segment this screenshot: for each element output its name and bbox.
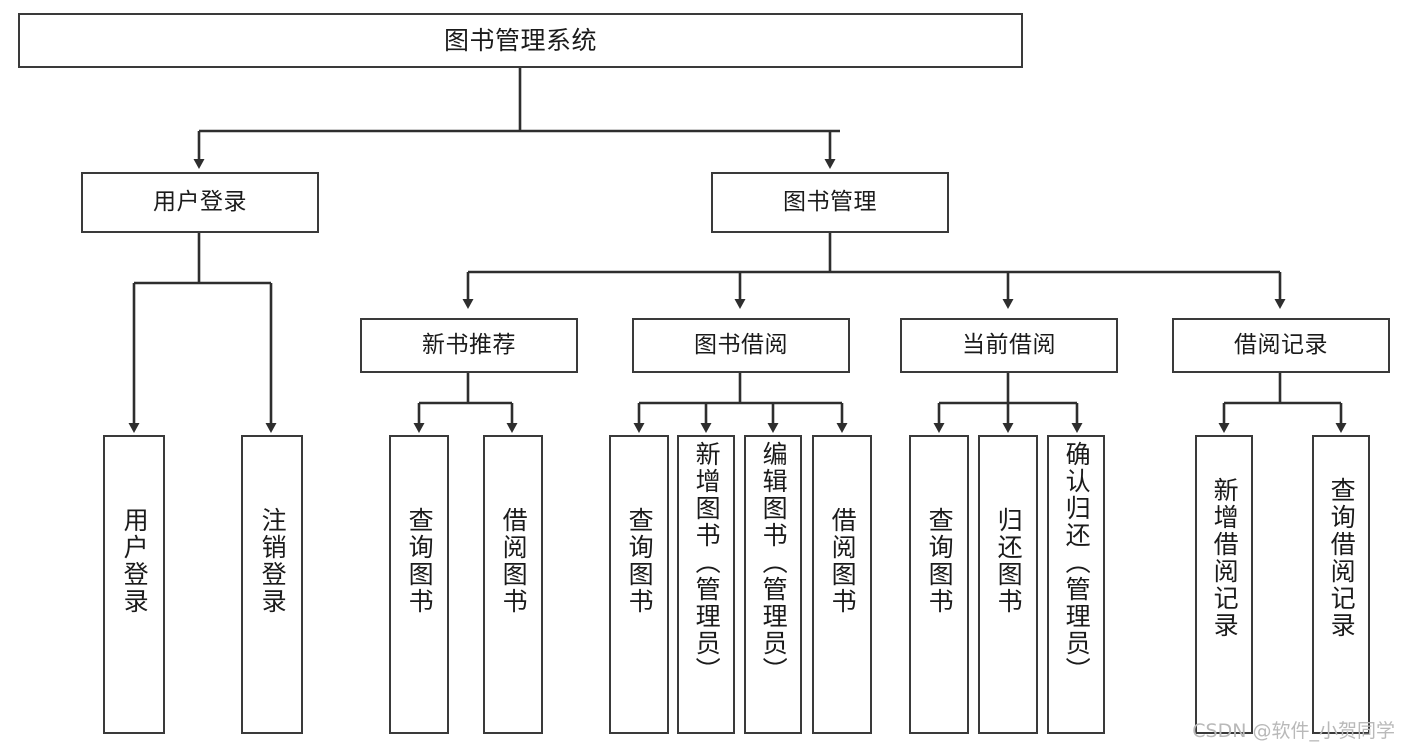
leaf-add-book-admin[interactable]: 新增图书（管理员）: [677, 435, 735, 734]
node-label: 查询图书: [405, 507, 435, 615]
leaf-logout-login[interactable]: 注销登录: [241, 435, 303, 734]
leaf-add-borrow-record[interactable]: 新增借阅记录: [1195, 435, 1253, 734]
leaf-query-book-current[interactable]: 查询图书: [909, 435, 969, 734]
node-label: 查询借阅记录: [1327, 477, 1357, 639]
node-current-borrow[interactable]: 当前借阅: [900, 318, 1118, 373]
leaf-borrow-book[interactable]: 借阅图书: [812, 435, 872, 734]
node-label: 借阅图书: [499, 507, 529, 615]
node-root-system[interactable]: 图书管理系统: [18, 13, 1023, 68]
leaf-user-login[interactable]: 用户登录: [103, 435, 165, 734]
node-label: 用户登录: [120, 507, 150, 615]
node-label: 图书管理: [783, 188, 877, 215]
leaf-return-book[interactable]: 归还图书: [978, 435, 1038, 734]
node-label: 新增借阅记录: [1210, 477, 1240, 639]
node-label: 图书借阅: [694, 331, 788, 358]
node-book-management[interactable]: 图书管理: [711, 172, 949, 233]
node-label: 查询图书: [625, 507, 655, 615]
node-label: 借阅图书: [828, 507, 858, 615]
node-label: 图书管理系统: [443, 25, 597, 55]
node-label: 编辑图书（管理员）: [759, 441, 789, 684]
node-label: 新增图书（管理员）: [692, 441, 722, 684]
node-label: 注销登录: [258, 507, 288, 615]
leaf-borrow-book-recommend[interactable]: 借阅图书: [483, 435, 543, 734]
node-new-book-recommend[interactable]: 新书推荐: [360, 318, 578, 373]
leaf-query-borrow-record[interactable]: 查询借阅记录: [1312, 435, 1370, 734]
leaf-query-book-borrow[interactable]: 查询图书: [609, 435, 669, 734]
node-borrow-record[interactable]: 借阅记录: [1172, 318, 1390, 373]
node-label: 确认归还（管理员）: [1062, 441, 1092, 684]
node-book-borrow[interactable]: 图书借阅: [632, 318, 850, 373]
leaf-query-book-recommend[interactable]: 查询图书: [389, 435, 449, 734]
node-label: 归还图书: [994, 507, 1024, 615]
node-label: 新书推荐: [422, 331, 516, 358]
leaf-edit-book-admin[interactable]: 编辑图书（管理员）: [744, 435, 802, 734]
watermark-text: CSDN @软件_小贺同学: [1192, 720, 1395, 742]
node-label: 查询图书: [925, 507, 955, 615]
node-label: 借阅记录: [1234, 331, 1328, 358]
node-user-login[interactable]: 用户登录: [81, 172, 319, 233]
leaf-confirm-return-admin[interactable]: 确认归还（管理员）: [1047, 435, 1105, 734]
node-label: 用户登录: [153, 188, 247, 215]
node-label: 当前借阅: [962, 331, 1056, 358]
